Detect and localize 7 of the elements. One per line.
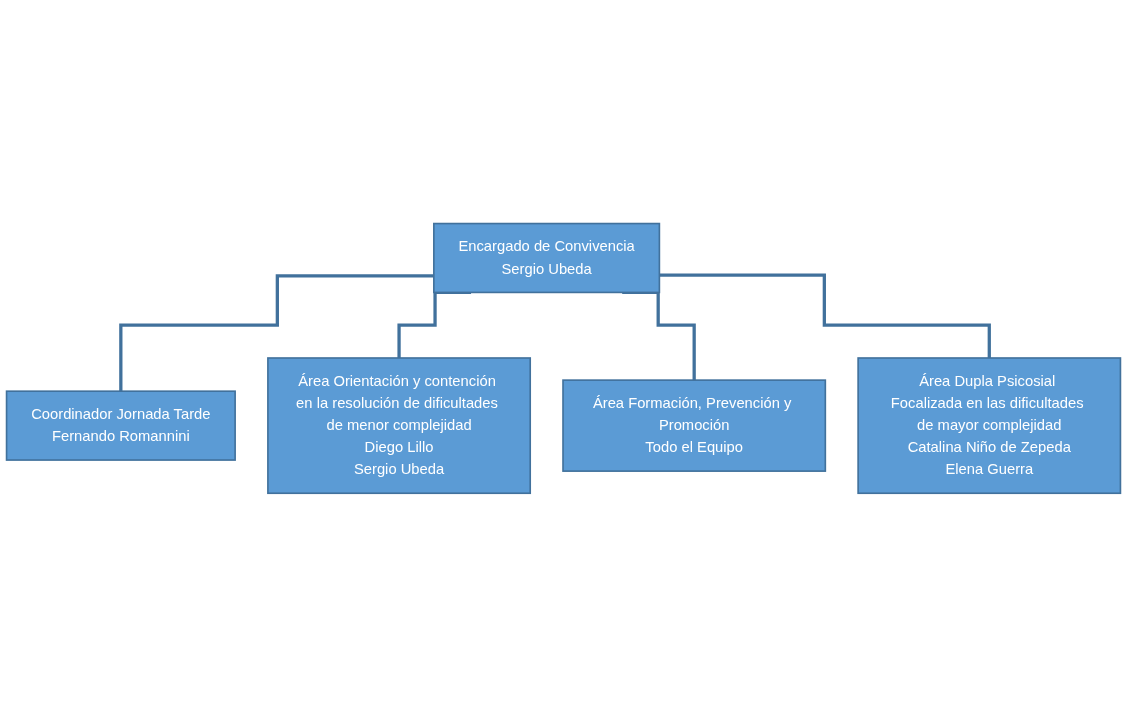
connector (659, 273, 991, 360)
node-box: Coordinador Jornada Tarde Fernando Romannini (5, 390, 236, 461)
node-box: Área Dupla Psicosial Focalizada en las dificultades de mayor complejidad Catalina Niño de Zepeda Elena Guerra (857, 357, 1122, 495)
node-box: Área Orientación y contención en la resolución de dificultades de menor complejidad Diego Lillo Sergio Ubeda (267, 357, 532, 495)
connector (119, 274, 434, 393)
node-box: Área Formación, Prevención y Promoción Todo el Equipo (562, 379, 827, 473)
node-box: Encargado de Convivencia Sergio Ubeda (433, 222, 661, 294)
